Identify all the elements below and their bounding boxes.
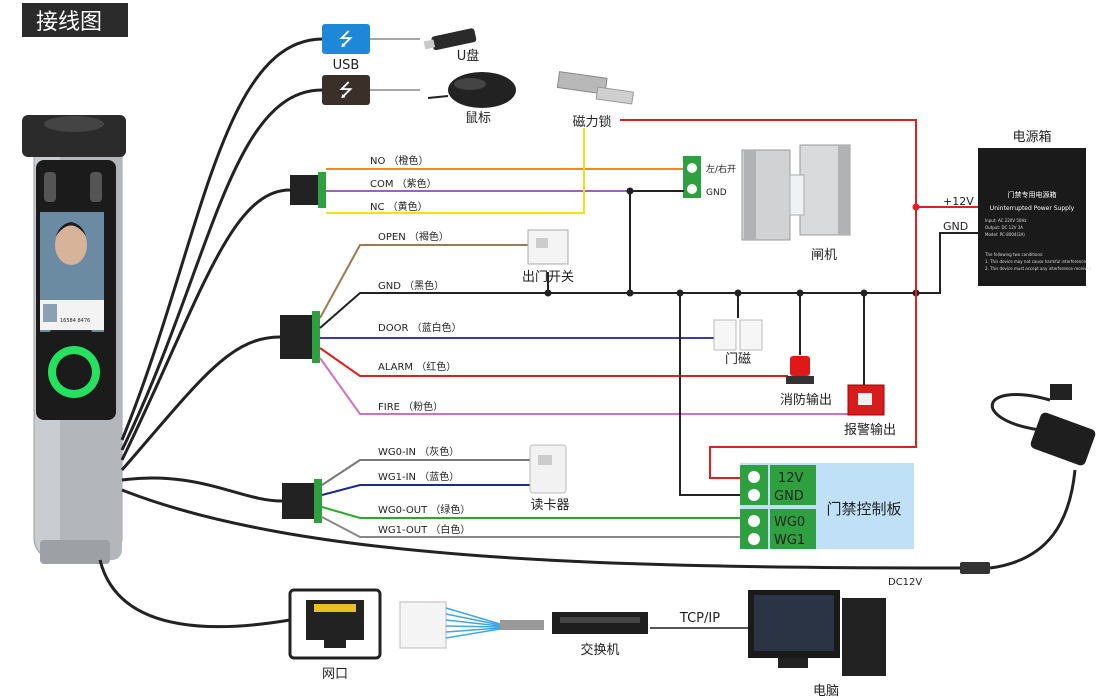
dc12v-label: DC12V [888,577,922,588]
tcpip-label: TCP/IP [679,611,720,626]
network-switch-icon [552,612,648,634]
wiegand-wires: WG0-IN （灰色） WG1-IN （蓝色） WG0-OUT （绿色） WG1… [321,445,740,538]
wire-nc-label: NC （黄色） [370,200,428,213]
power-box-spec-1: Input: AC 220V 50Hz [985,218,1027,223]
switch-label: 交换机 [580,642,619,658]
card-reader-label: 读卡器 [530,498,569,513]
usb-icon: ⭍ [339,29,354,50]
title-badge: 接线图 [22,3,128,37]
gate-gnd-label: GND [706,188,727,198]
usb-label: USB [333,58,360,73]
gate-terminal: 左/右开 GND [683,156,736,198]
power-box-note-3: 2. This device must accept any interfere… [985,266,1093,271]
page-title: 接线图 [36,10,102,35]
wire-wg1in-label: WG1-IN （蓝色） [378,470,459,483]
gate-left-right-label: 左/右开 [706,163,736,175]
power-box-note-1: The following two conditions: [984,252,1043,257]
computer-label: 电脑 [813,684,839,698]
rj45-plug-icon [399,601,544,649]
wiegand-connector [282,479,322,523]
usb-icon: ⭍ [339,80,354,101]
card-reader-icon [529,444,567,494]
relay-connector [290,172,326,208]
power-box-spec-2: Output: DC 12V 3A [985,225,1023,230]
power-box-name: 门禁专用电源箱 [1008,190,1057,199]
gnd-bus [547,190,865,496]
device-cables [98,37,961,629]
term-gnd-label: GND [774,489,804,504]
wire-gnd-label: GND （黑色） [378,279,444,292]
power-box-note-2: 1. This device may not cause harmful int… [985,259,1087,264]
power-12v-line [620,119,978,479]
face-photo [55,225,87,265]
term-wg0-label: WG0 [774,515,805,530]
wire-wg0out-label: WG0-OUT （绿色） [378,503,470,516]
wire-wg0in-label: WG0-IN （灰色） [378,445,459,458]
mouse-icon [427,72,516,108]
fire-siren-icon [786,356,814,384]
u-disk-label: U盘 [457,48,480,64]
wire-door-label: DOOR （蓝白色） [378,321,462,334]
term-12v-label: 12V [778,471,804,486]
alarm-output-label: 报警输出 [844,422,896,438]
power-adapter-icon [960,384,1096,574]
plus12v-label: +12V [943,195,974,208]
u-disk-icon [423,28,477,51]
wire-com-label: COM （紫色） [370,177,437,190]
fire-output-label: 消防输出 [780,392,832,408]
gnd-junctions [544,187,920,297]
wire-alarm-label: ALARM （红色） [378,360,456,373]
mouse-label: 鼠标 [465,111,491,126]
mag-lock-label: 磁力锁 [572,114,611,130]
usb-dark-connector: ⭍ [322,75,370,105]
wire-fire-label: FIRE （粉色） [378,400,443,413]
door-sensor-icon [713,319,763,351]
gnd-power-label: GND [943,220,968,233]
wire-no-label: NO （橙色） [370,154,429,167]
access-control-board: 12V GND WG0 WG1 门禁控制板 [740,463,914,549]
door-sensor-label: 门磁 [725,352,751,367]
wire-open-label: OPEN （褐色） [378,230,449,243]
power-box-spec-3: Model: PC-8004(3A) [985,232,1025,237]
term-wg1-label: WG1 [774,533,805,548]
exit-button-label: 出门开关 [522,270,574,285]
face-terminal: 16584 8476 [22,115,126,564]
wire-wg1out-label: WG1-OUT （白色） [378,523,470,536]
alarm-box-icon [847,384,885,416]
turnstile-gate-icon [741,144,851,241]
network-port-label: 网口 [322,667,348,682]
relay-wires: NO （橙色） COM （紫色） NC （黄色） [326,128,684,214]
power-box-title: 电源箱 [1012,129,1051,145]
power-box: 门禁专用电源箱 Uninterrupted Power Supply Input… [978,148,1093,286]
gate-label: 闸机 [811,248,837,263]
screen-id-number: 16584 8476 [60,318,90,324]
power-box-subtitle: Uninterrupted Power Supply [990,205,1075,212]
magnetic-lock-icon [556,71,634,105]
io-connector [280,311,320,363]
access-board-label: 门禁控制板 [826,500,901,518]
usb-blue-connector: ⭍ [322,24,370,54]
computer-icon [748,590,886,676]
rj45-port-icon [288,588,382,660]
exit-button-icon [527,229,569,265]
